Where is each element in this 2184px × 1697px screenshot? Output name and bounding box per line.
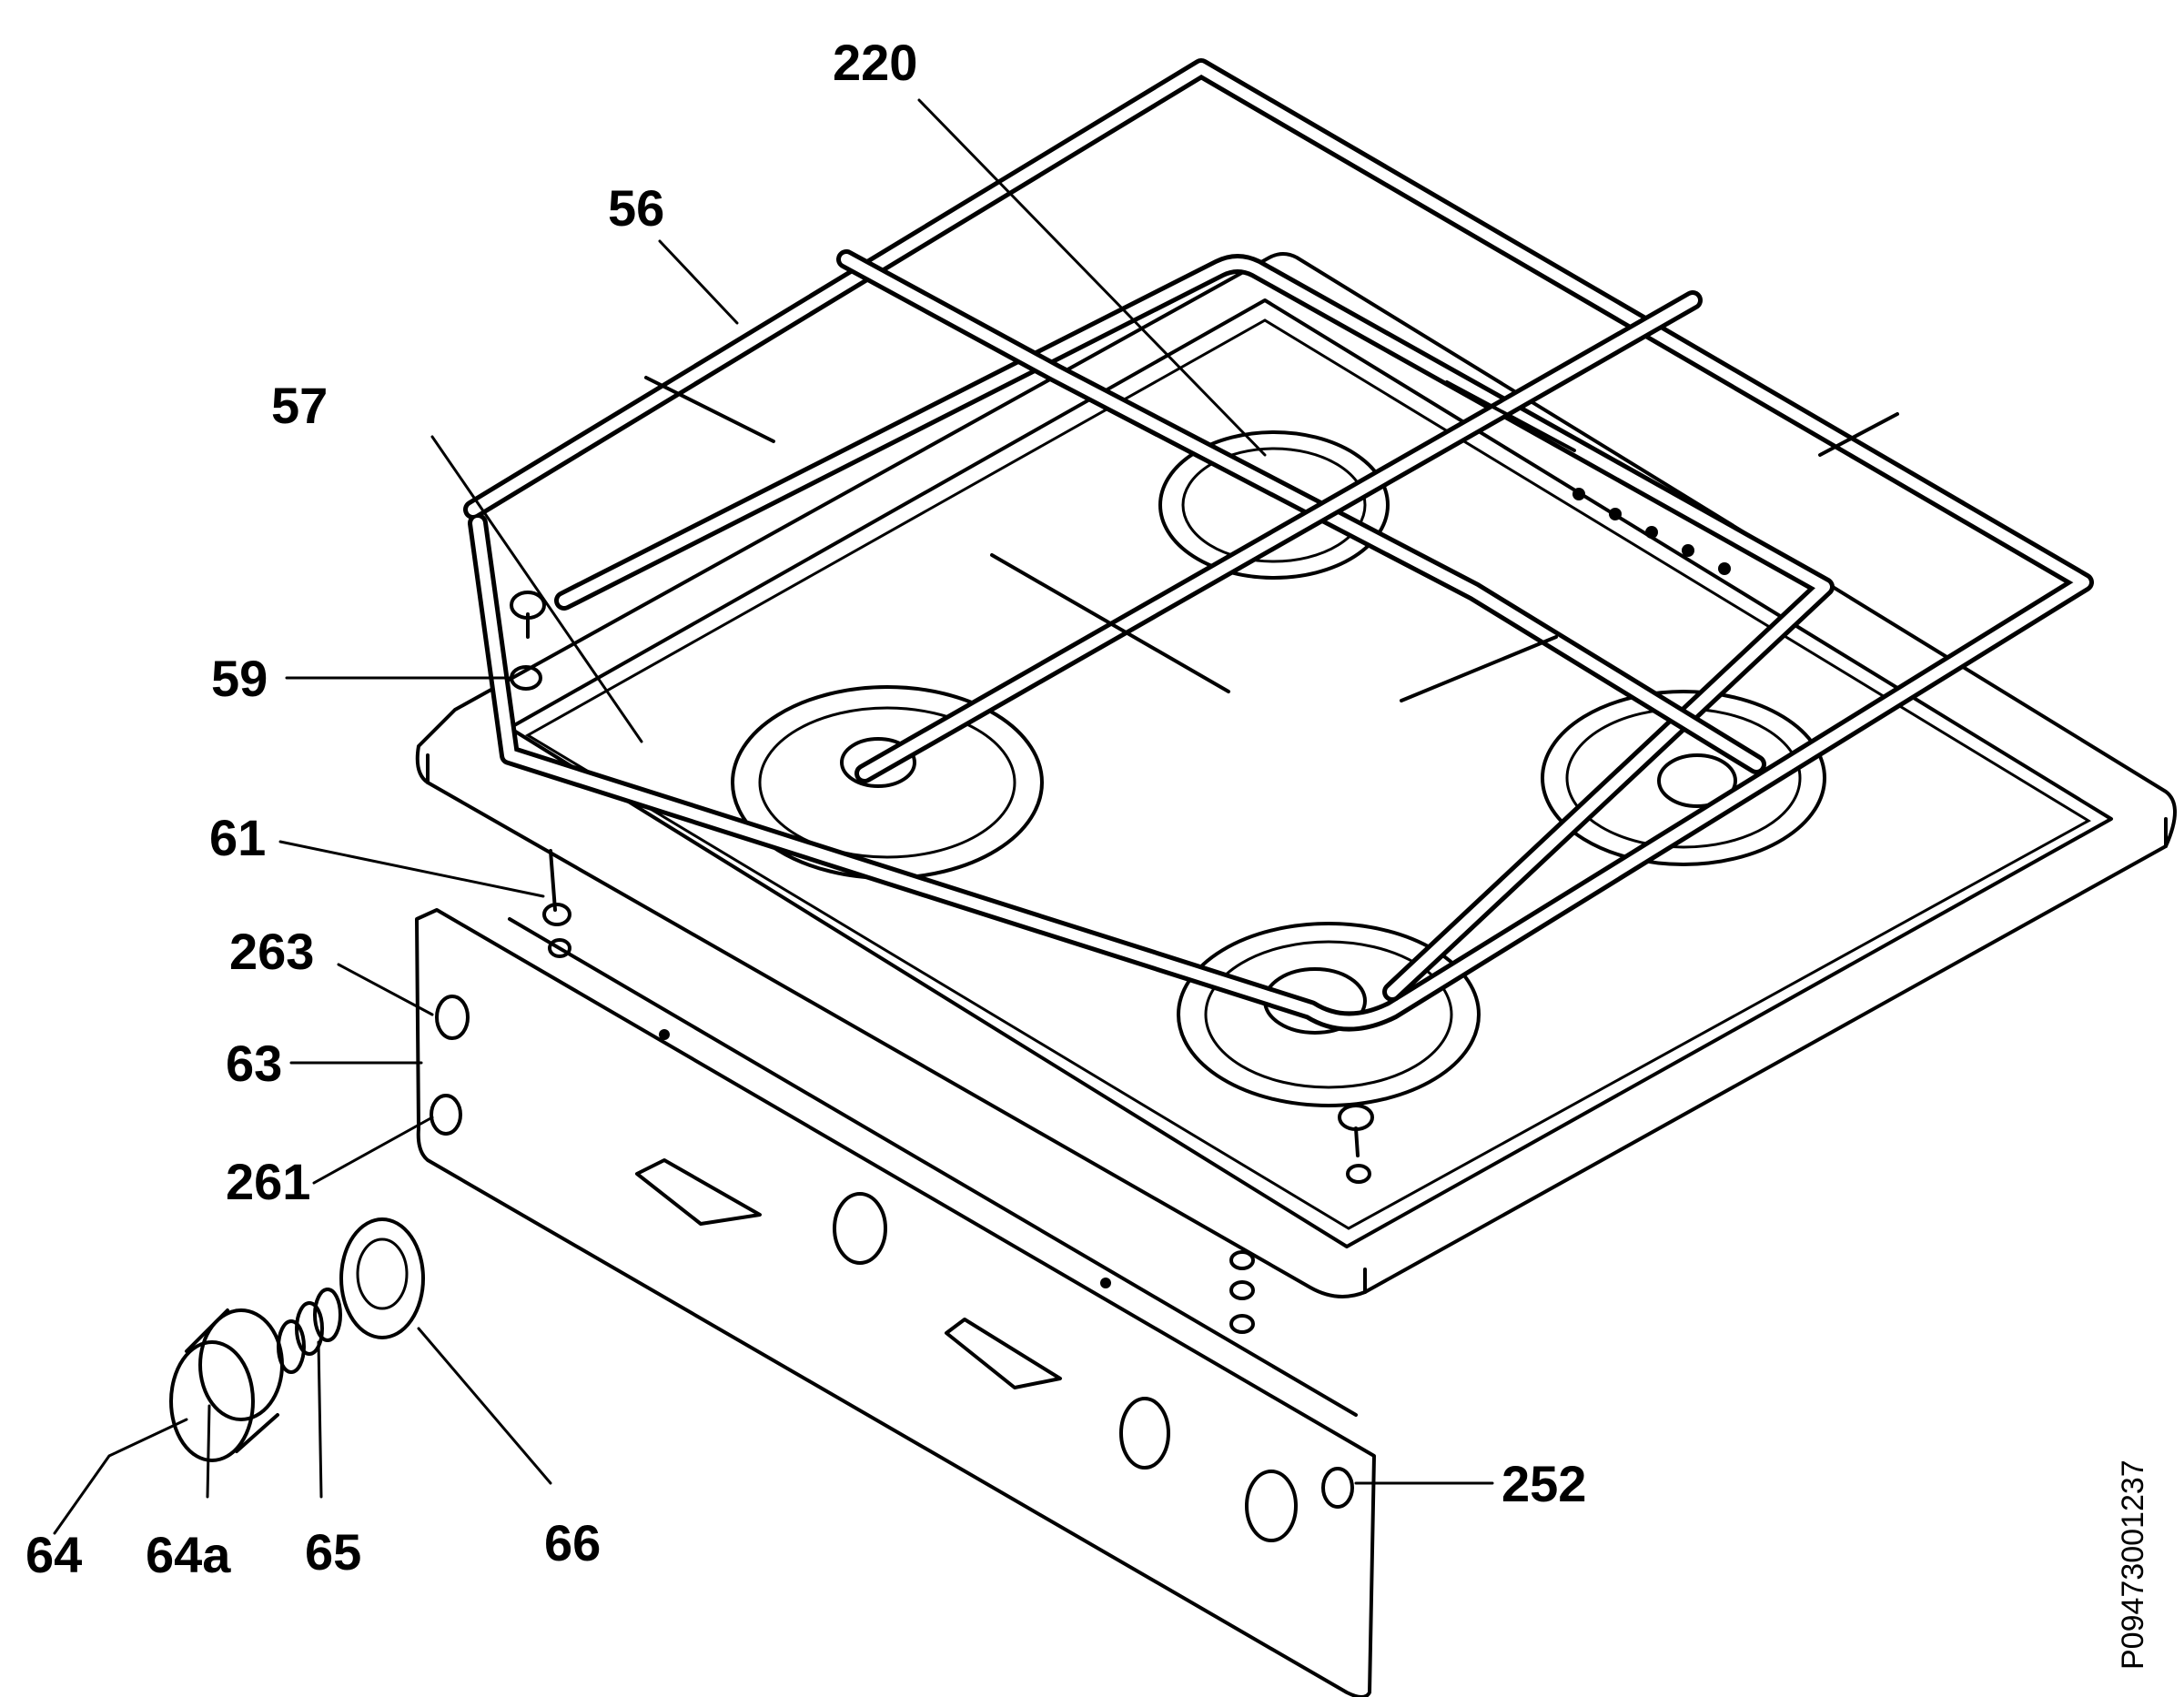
hob-top-plate xyxy=(415,252,2177,1298)
label-63: 63 xyxy=(226,1035,282,1092)
label-263: 263 xyxy=(229,923,314,980)
knob-64a xyxy=(169,1308,284,1462)
screw-right xyxy=(1338,1104,1374,1184)
label-252: 252 xyxy=(1502,1455,1586,1512)
label-64: 64 xyxy=(25,1526,82,1583)
label-220: 220 xyxy=(833,34,917,91)
label-261: 261 xyxy=(226,1153,310,1210)
control-panel xyxy=(415,908,1376,1697)
drawing-code: P09473001237 xyxy=(2116,1460,2150,1670)
label-57: 57 xyxy=(271,377,328,434)
screw-59 xyxy=(510,591,546,691)
label-66: 66 xyxy=(544,1514,601,1571)
part-labels: 220 56 57 59 61 263 63 261 64 64a 65 66 … xyxy=(25,34,1586,1583)
label-56: 56 xyxy=(608,179,664,237)
bezel-66 xyxy=(339,1217,425,1339)
screw-61 xyxy=(542,849,571,926)
label-61: 61 xyxy=(209,809,266,866)
label-65: 65 xyxy=(305,1523,361,1581)
label-59: 59 xyxy=(211,650,268,707)
leader-lines xyxy=(53,98,1494,1535)
burner-rear xyxy=(1158,430,1390,580)
spring-65 xyxy=(277,1288,342,1374)
label-64a: 64a xyxy=(146,1526,231,1583)
pan-support-grid xyxy=(463,58,2094,1032)
